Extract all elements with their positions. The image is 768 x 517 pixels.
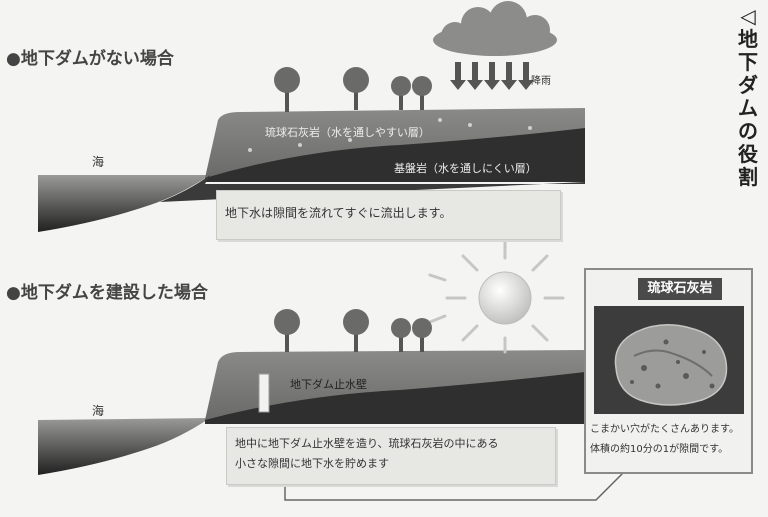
heading-with-dam: ●地下ダムを建設した場合 [6, 283, 208, 303]
bedrock-layer-1 [205, 128, 585, 182]
impermeable-layer-label: 基盤岩（水を通しにくい層） [394, 162, 537, 175]
dam-wall-icon [258, 373, 270, 413]
sea-label-1: 海 [92, 155, 105, 169]
limestone-rock-image [594, 306, 744, 414]
caption-box-without-dam: 地下水は隙間を流れてすぐに流出します。 [216, 190, 561, 240]
tree-icon-1d [412, 76, 432, 110]
tree-icon-2c [391, 318, 411, 352]
tree-icon-1c [391, 76, 411, 110]
groundwater-dots-1 [248, 118, 532, 152]
limestone-caption-line1: こまかい穴がたくさんあります。 [590, 424, 739, 435]
tree-icon-2d [412, 318, 432, 352]
permeable-layer-label: 琉球石灰岩（水を通しやすい層） [265, 126, 430, 139]
rain-arrows-icon [450, 62, 534, 90]
page-title-vertical: ◁ 地 下 ダ ム の 役 割 [738, 4, 758, 189]
tree-icon-1a [274, 67, 300, 112]
cloud-icon [433, 1, 557, 56]
limestone-panel-title: 琉球石灰岩 [638, 278, 722, 300]
tree-icon-2a [274, 309, 300, 352]
sea-label-2: 海 [92, 404, 105, 418]
sun-icon [428, 240, 565, 354]
bedrock-layer-2 [205, 372, 585, 424]
limestone-caption-line2: 体積の約10分の1が隙間です。 [590, 444, 729, 455]
dam-wall-label: 地下ダム止水壁 [290, 378, 367, 391]
sea-shape-1 [38, 175, 210, 232]
heading-without-dam: ●地下ダムがない場合 [6, 49, 174, 69]
tree-icon-1b [343, 67, 369, 110]
tree-icon-2b [343, 309, 369, 352]
rain-label: 降雨 [531, 76, 551, 87]
sea-shape-2 [38, 418, 210, 475]
connector-arrow [284, 465, 631, 501]
limestone-info-panel: 琉球石灰岩 こまかい穴がたくさんあります。 体積の約10分の1が隙間です。 [584, 268, 753, 474]
caption-with-dam-line1: 地中に地下ダム止水壁を造り、琉球石灰岩の中にある [235, 437, 499, 450]
section2-landscape [38, 240, 633, 501]
caption-box-with-dam: 地中に地下ダム止水壁を造り、琉球石灰岩の中にある 小さな隙間に地下水を貯めます [226, 427, 556, 485]
caption-with-dam-line2: 小さな隙間に地下水を貯めます [235, 457, 389, 470]
caption-text-without-dam: 地下水は隙間を流れてすぐに流出します。 [225, 206, 452, 220]
